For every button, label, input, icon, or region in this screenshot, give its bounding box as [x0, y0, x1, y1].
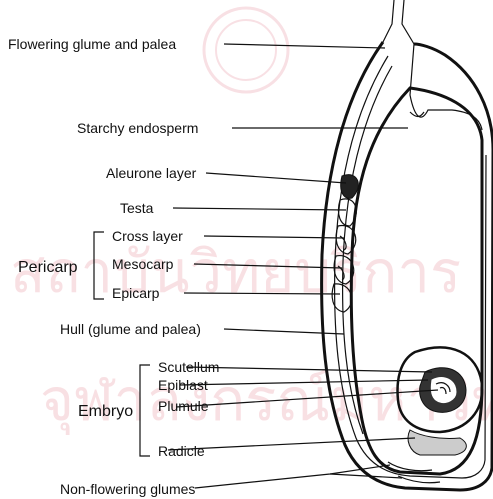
label-starchy-endosperm: Starchy endosperm — [77, 120, 198, 136]
leader-hull — [224, 329, 344, 334]
label-mesocarp: Mesocarp — [112, 256, 174, 272]
stalk-right — [402, 0, 414, 44]
label-scutellum: Scutellum — [158, 359, 219, 375]
label-plumule: Plumule — [158, 398, 209, 414]
leader-radicle — [168, 438, 415, 450]
label-radicle: Radicle — [158, 443, 205, 459]
label-pericarp: Pericarp — [18, 259, 78, 276]
label-hull: Hull (glume and palea) — [60, 321, 201, 337]
label-cross-layer: Cross layer — [112, 228, 183, 244]
label-epiblast: Epiblast — [158, 377, 208, 393]
label-aleurone-layer: Aleurone layer — [106, 165, 197, 181]
leader-flowering-glume — [224, 44, 385, 48]
label-non-flowering-glumes: Non-flowering glumes — [60, 481, 195, 497]
aleurone-lobe — [341, 175, 359, 199]
stalk-left — [383, 0, 394, 42]
label-embryo: Embryo — [78, 403, 133, 420]
label-epicarp: Epicarp — [112, 285, 160, 301]
leader-testa — [173, 208, 346, 210]
label-flowering-glume: Flowering glume and palea — [8, 36, 176, 52]
watermark-line1: สถาบันวิทยบริการ — [10, 238, 461, 306]
label-testa: Testa — [120, 200, 154, 216]
leader-aleurone — [206, 173, 346, 183]
